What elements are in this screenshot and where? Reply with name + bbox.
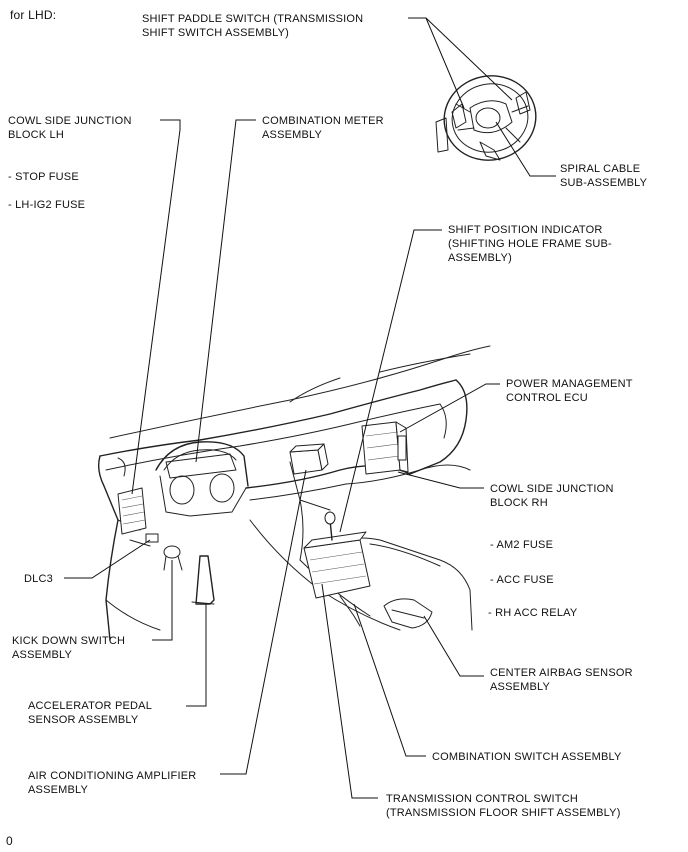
power-management-ecu-illustration — [361, 421, 409, 475]
label-combination-switch: COMBINATION SWITCH ASSEMBLY — [432, 751, 622, 763]
label-shift-paddle-switch: SHIFT PADDLE SWITCH (TRANSMISSION SHIFT … — [142, 13, 364, 39]
label-rh-acc-relay: - RH ACC RELAY — [488, 607, 578, 619]
label-lh-ig2-fuse: - LH-IG2 FUSE — [8, 199, 86, 211]
label-kick-down-switch: KICK DOWN SWITCH ASSEMBLY — [12, 635, 126, 661]
label-power-management-ecu: POWER MANAGEMENT CONTROL ECU — [506, 378, 633, 404]
label-cowl-side-jb-rh: COWL SIDE JUNCTION BLOCK RH — [490, 483, 614, 509]
combination-meter-illustration — [165, 453, 237, 479]
label-air-conditioning-amplifier: AIR CONDITIONING AMPLIFIER ASSEMBLY — [28, 770, 197, 796]
label-combination-meter: COMBINATION METER ASSEMBLY — [262, 115, 384, 141]
label-cowl-side-jb-lh: COWL SIDE JUNCTION BLOCK LH — [8, 115, 132, 141]
figure-code: 0 — [6, 834, 13, 848]
label-shift-position-indicator: SHIFT POSITION INDICATOR (SHIFTING HOLE … — [448, 224, 612, 264]
pedal-illustration — [163, 545, 215, 605]
label-acc-fuse: - ACC FUSE — [490, 574, 554, 586]
label-stop-fuse: - STOP FUSE — [8, 171, 79, 183]
cowl-side-jb-lh-illustration — [117, 487, 147, 535]
leader-lines — [64, 17, 556, 799]
center-airbag-sensor-illustration — [383, 598, 433, 629]
label-transmission-control-switch: TRANSMISSION CONTROL SWITCH (TRANSMISSIO… — [386, 793, 621, 819]
label-accelerator-pedal-sensor: ACCELERATOR PEDAL SENSOR ASSEMBLY — [28, 700, 153, 726]
steering-wheel-illustration — [435, 75, 537, 161]
label-center-airbag-sensor: CENTER AIRBAG SENSOR ASSEMBLY — [490, 667, 633, 693]
dlc3-illustration — [145, 533, 159, 543]
label-spiral-cable: SPIRAL CABLE SUB-ASSEMBLY — [560, 163, 648, 189]
label-am2-fuse: - AM2 FUSE — [490, 539, 554, 551]
variant-title: for LHD: — [10, 8, 57, 22]
ac-amplifier-illustration — [289, 443, 329, 475]
instrument-panel-illustration — [97, 345, 491, 641]
floor-shift-illustration — [303, 511, 371, 627]
label-dlc3: DLC3 — [24, 573, 53, 585]
